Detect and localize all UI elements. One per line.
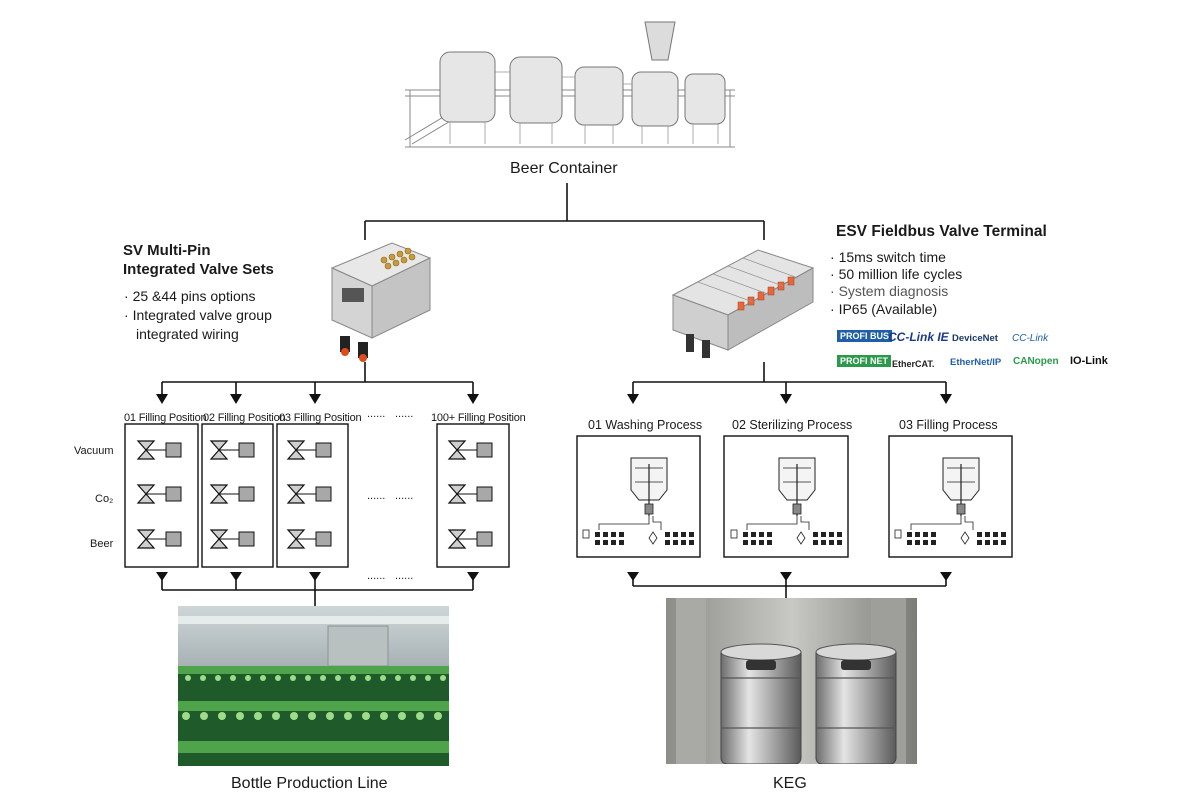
esv-title: ESV Fieldbus Valve Terminal bbox=[836, 223, 1047, 240]
iolink-logo: IO-Link bbox=[1070, 355, 1108, 367]
sv-bullet-2: · Integrated valve group bbox=[124, 307, 272, 323]
media-label-co2: Co₂ bbox=[95, 493, 114, 505]
keg-image bbox=[666, 598, 917, 764]
filling-position-label-01: 01 Filling Position bbox=[124, 412, 207, 424]
beer-container-caption: Beer Container bbox=[510, 160, 618, 177]
filling-ellipsis-bot-2: ...... bbox=[395, 570, 414, 582]
esv-bullet-1: · 15ms switch time bbox=[830, 249, 946, 265]
bottle-production-line-caption: Bottle Production Line bbox=[231, 775, 388, 792]
media-label-beer: Beer bbox=[90, 538, 114, 550]
process-label-sterilizing: 02 Sterilizing Process bbox=[732, 418, 853, 432]
sv-multipin-valve-image bbox=[330, 242, 432, 362]
filling-box-03 bbox=[276, 423, 349, 568]
profibus-logo: PROFI BUS bbox=[837, 330, 893, 342]
cclink-logo: CC-Link bbox=[1012, 333, 1049, 344]
filling-ellipsis-top-1: ...... bbox=[367, 408, 386, 420]
bottle-production-line-image bbox=[178, 606, 449, 766]
filling-box-01 bbox=[124, 423, 199, 568]
cclink-ie-logo: CC-Link IE bbox=[888, 330, 949, 344]
filling-position-label-02: 02 Filling Position bbox=[203, 412, 286, 424]
sv-bullet-3: integrated wiring bbox=[136, 326, 239, 342]
filling-ellipsis-mid-1: ...... bbox=[367, 490, 386, 502]
filling-ellipsis-bot-1: ...... bbox=[367, 570, 386, 582]
esv-bullet-3: · System diagnosis bbox=[830, 283, 949, 299]
filling-ellipsis-top-2: ...... bbox=[395, 408, 414, 420]
keg-caption: KEG bbox=[773, 775, 807, 792]
process-box-filling bbox=[888, 435, 1013, 558]
esv-bullet-2: · 50 million life cycles bbox=[830, 266, 963, 282]
filling-ellipsis-mid-2: ...... bbox=[395, 490, 414, 502]
filling-box-100 bbox=[436, 423, 510, 568]
sv-multipin-title-line1: SV Multi-Pin bbox=[123, 242, 211, 259]
process-label-washing: 01 Washing Process bbox=[588, 418, 703, 432]
esv-bullet-4: · IP65 (Available) bbox=[830, 301, 938, 317]
esv-valve-terminal-image bbox=[671, 249, 815, 358]
filling-position-label-100: 100+ Filling Position bbox=[431, 412, 526, 424]
process-box-washing bbox=[576, 435, 701, 558]
ethercat-logo: EtherCAT. bbox=[892, 359, 935, 369]
devicenet-logo: DeviceNet bbox=[952, 333, 998, 344]
ethernetip-logo: EtherNet/IP bbox=[950, 357, 1002, 368]
sv-bullet-1: · 25 &44 pins options bbox=[124, 288, 256, 304]
sv-multipin-title-line2: Integrated Valve Sets bbox=[123, 261, 274, 278]
brewery-tanks-image bbox=[404, 21, 735, 148]
filling-box-02 bbox=[201, 423, 274, 568]
canopen-logo: CANopen bbox=[1013, 356, 1059, 367]
process-label-filling: 03 Filling Process bbox=[899, 418, 998, 432]
media-label-vacuum: Vacuum bbox=[74, 445, 114, 457]
profinet-logo: PROFI NET bbox=[837, 355, 892, 367]
process-box-sterilizing bbox=[723, 435, 849, 558]
filling-position-label-03: 03 Filling Position bbox=[279, 412, 362, 424]
